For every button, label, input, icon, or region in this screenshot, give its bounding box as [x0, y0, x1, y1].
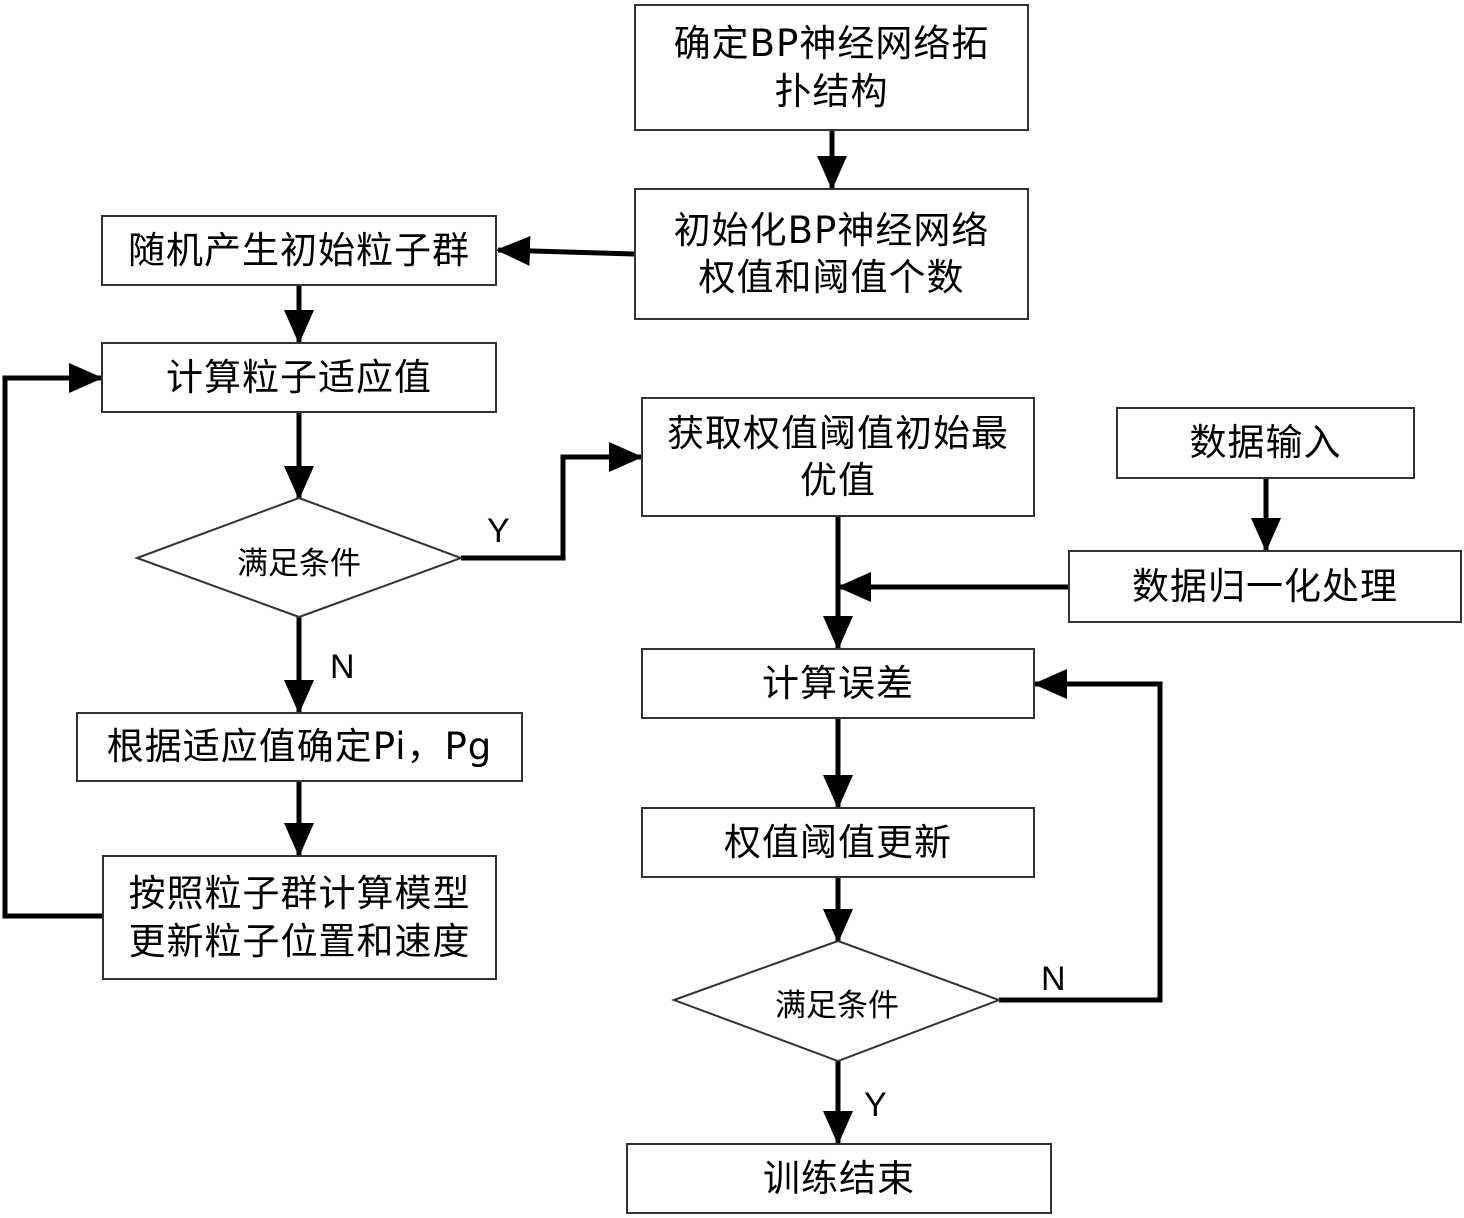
get-initial-optimum-line-1: 获取权值阈值初始最	[667, 410, 1009, 457]
training-end-label: 训练结束	[763, 1155, 915, 1202]
branch-label-right-no: N	[1041, 960, 1066, 999]
branch-label-left-yes: Y	[487, 512, 510, 551]
determine-pi-pg-box: 根据适应值确定Pi，Pg	[76, 712, 523, 782]
get-initial-optimum-box: 获取权值阈值初始最 优值	[641, 397, 1035, 517]
branch-label-left-no: N	[330, 648, 355, 687]
arrow-loop-to-fitness	[5, 378, 102, 916]
determine-pi-pg-label: 根据适应值确定Pi，Pg	[107, 723, 493, 770]
update-weights-label: 权值阈值更新	[724, 819, 952, 866]
update-particles-line-1: 按照粒子群计算模型	[129, 870, 471, 917]
data-input-label: 数据输入	[1190, 419, 1342, 466]
determine-topology-line-1: 确定BP神经网络拓	[674, 20, 990, 67]
random-initial-swarm-box: 随机产生初始粒子群	[101, 215, 497, 286]
determine-topology-box: 确定BP神经网络拓 扑结构	[634, 4, 1029, 131]
compute-fitness-box: 计算粒子适应值	[101, 342, 497, 413]
arrow-init-to-random	[498, 250, 634, 254]
init-weights-count-box: 初始化BP神经网络 权值和阈值个数	[634, 188, 1029, 320]
data-normalize-label: 数据归一化处理	[1132, 563, 1398, 610]
compute-error-label: 计算误差	[762, 660, 914, 707]
get-initial-optimum-line-2: 优值	[800, 457, 876, 504]
update-particles-line-2: 更新粒子位置和速度	[129, 918, 471, 965]
determine-topology-line-2: 扑结构	[775, 68, 889, 115]
init-weights-count-line-2: 权值和阈值个数	[699, 254, 965, 301]
init-weights-count-line-1: 初始化BP神经网络	[674, 207, 990, 254]
decision-right-label: 满足条件	[737, 980, 937, 1025]
update-weights-box: 权值阈值更新	[641, 807, 1035, 878]
update-particles-box: 按照粒子群计算模型 更新粒子位置和速度	[102, 855, 497, 980]
compute-fitness-label: 计算粒子适应值	[166, 354, 432, 401]
training-end-box: 训练结束	[626, 1143, 1052, 1214]
random-initial-swarm-label: 随机产生初始粒子群	[128, 227, 470, 274]
branch-label-right-yes: Y	[864, 1086, 887, 1125]
data-normalize-box: 数据归一化处理	[1068, 550, 1462, 623]
decision-left-label: 满足条件	[199, 538, 399, 583]
compute-error-box: 计算误差	[641, 648, 1035, 719]
data-input-box: 数据输入	[1116, 407, 1415, 479]
